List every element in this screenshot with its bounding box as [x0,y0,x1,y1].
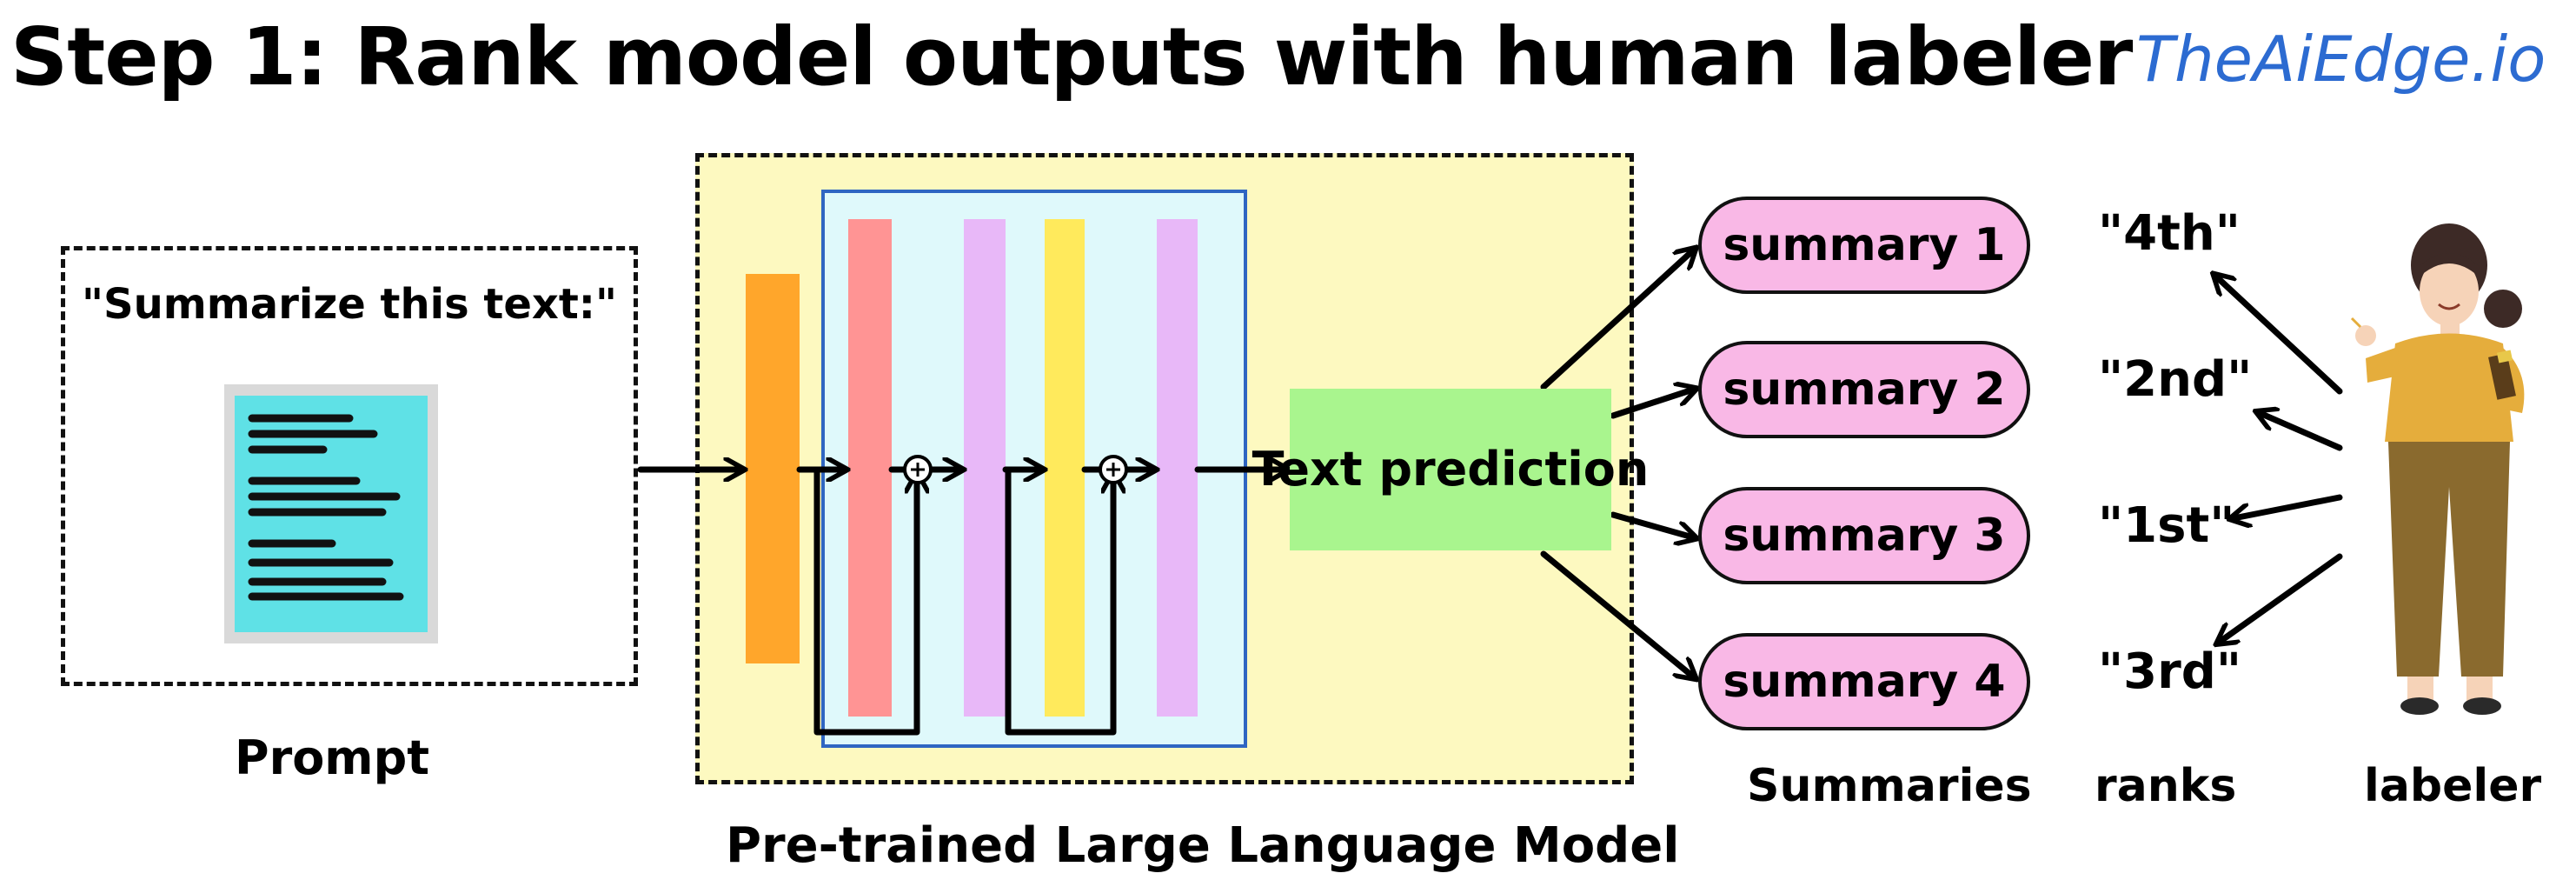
arrow-to-summary-4 [1540,550,1693,677]
text-prediction-box: Text prediction [1252,389,1649,550]
rank-2: "2nd" [2098,351,2253,408]
prompt-label: Prompt [235,730,430,785]
layer-4 [1157,219,1198,717]
labeler-label: labeler [2364,760,2542,812]
add-node-2 [1099,455,1128,484]
arrow-to-summary-2 [1610,390,1693,419]
arrow-labeler-to-rank-2 [2260,413,2343,451]
arrow-labeler-to-rank-1 [2216,277,2343,395]
prompt-box [61,246,638,686]
prompt-text: "Summarize this text:" [82,280,617,329]
layer-2 [964,219,1006,717]
summary-4-pill: summary 4 [1698,633,2030,730]
residual-loop-1 [813,466,917,736]
summary-1-pill: summary 1 [1698,197,2030,294]
model-label: Pre-trained Large Language Model [726,817,1680,874]
rank-3: "1st" [2098,497,2235,554]
arrow-to-summary-1 [1540,250,1693,390]
summaries-label: Summaries [1747,760,2032,812]
summary-2-pill: summary 2 [1698,341,2030,438]
add-node-1 [903,455,933,484]
residual-loop-2 [1005,466,1113,736]
summary-3-pill: summary 3 [1698,487,2030,584]
arrow-to-summary-3 [1610,511,1693,537]
page-title: Step 1: Rank model outputs with human la… [10,10,2133,103]
ranks-label: ranks [2095,760,2237,812]
rank-4: "3rd" [2098,643,2242,700]
layer-3 [1045,219,1085,717]
arrow-labeler-to-rank-4 [2220,553,2343,642]
layer-1 [848,219,892,717]
embedding-layer [746,274,800,663]
brand-watermark: TheAiEdge.io [2136,23,2546,96]
rank-1: "4th" [2098,205,2241,262]
arrow-labeler-to-rank-3 [2234,494,2343,518]
